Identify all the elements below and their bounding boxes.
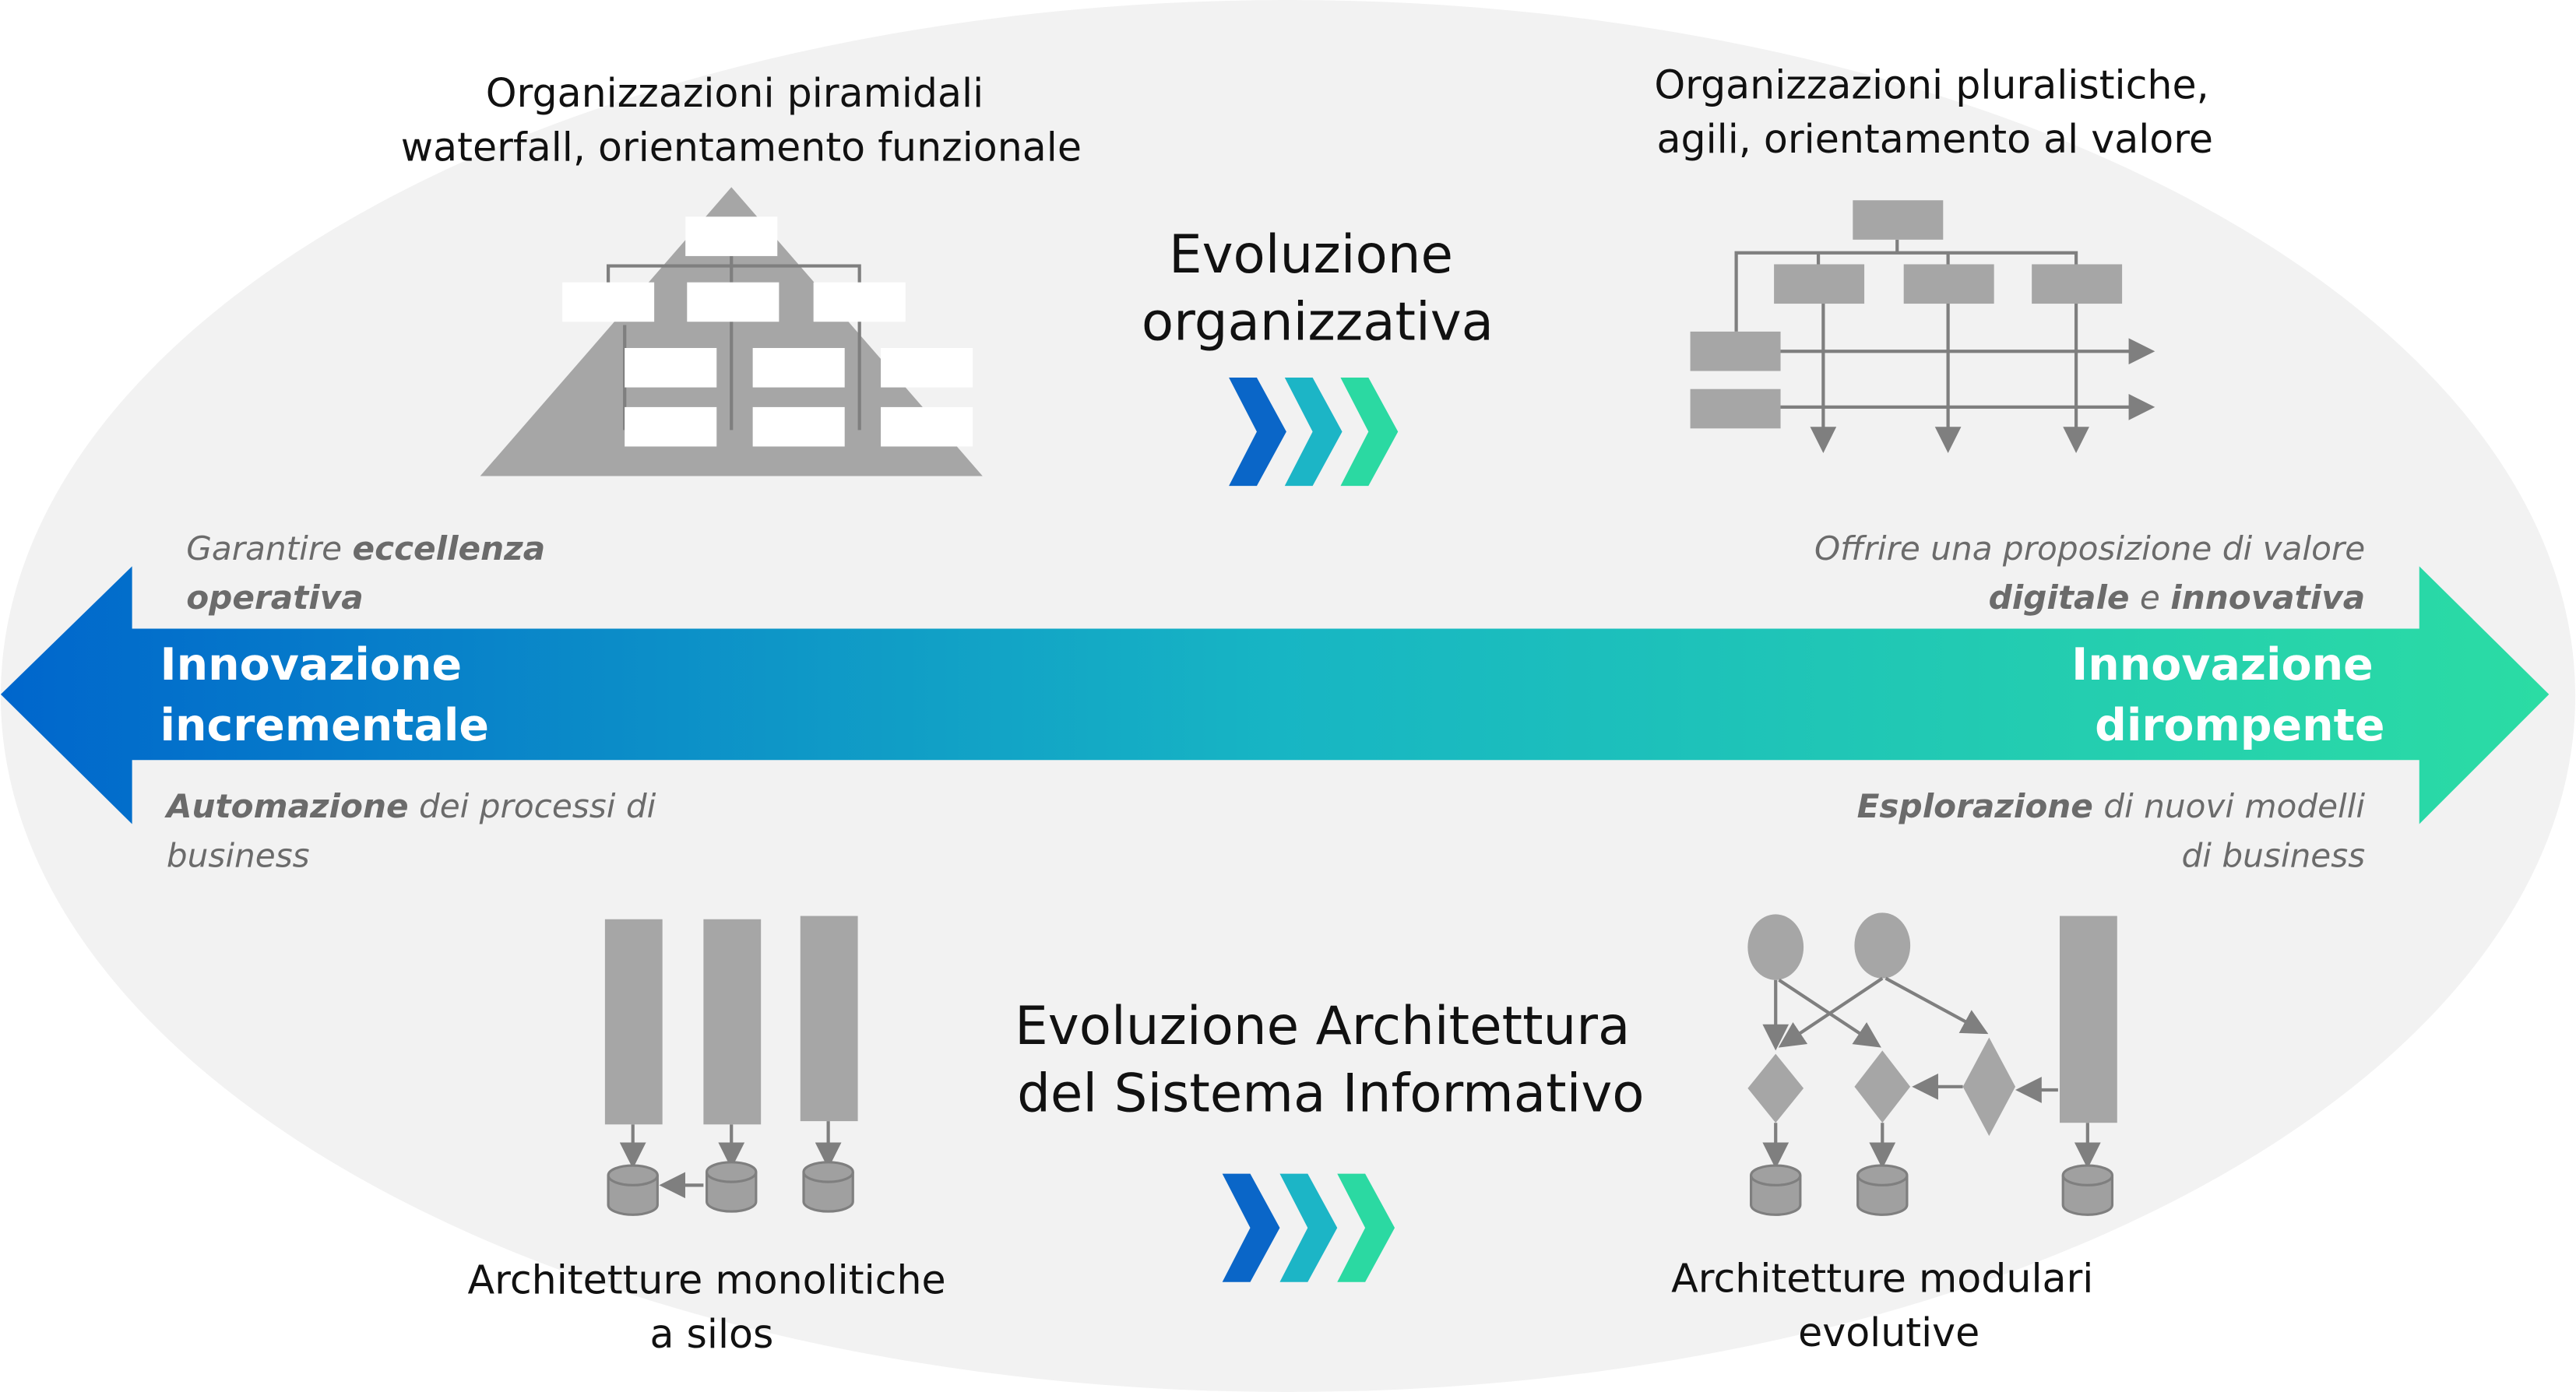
center-bottom-title-1: Evoluzione Architettura [1015,995,1630,1056]
center-top-title-1: Evoluzione [1169,223,1453,285]
arrow-right-label-1: Innovazione [2071,639,2374,691]
center-bottom-title-2: del Sistema Informativo [1017,1062,1644,1123]
bottom-right-title-2: evolutive [1798,1309,1980,1355]
arrow-left-label-2: incrementale [160,700,489,751]
arrow-left-label-1: Innovazione [160,639,462,691]
note-top-left-2: operativa [186,578,364,617]
note-top-left-1: Garantire eccellenza [186,529,545,568]
bottom-left-title-2: a silos [649,1311,773,1357]
matrix-org-icon [1690,200,2155,453]
note-top-right-1: Offrire una proposizione di valore [1814,529,2365,568]
note-top-right-2: digitale e innovativa [1989,578,2366,617]
note-bottom-right-2: di business [2182,836,2366,874]
top-right-title-2: agili, orientamento al valore [1656,116,2213,162]
pyramid-org-icon [480,187,983,476]
chevrons-bottom-icon [1222,1173,1395,1282]
chevrons-top-icon [1229,377,1399,487]
arrow-right-label-2: dirompente [2095,700,2384,751]
top-left-title-2: waterfall, orientamento funzionale [401,125,1082,170]
bottom-left-title-1: Architetture monolitiche [468,1257,946,1302]
silos-architecture-icon [604,916,858,1216]
modular-architecture-icon [1747,912,2117,1216]
center-top-title-2: organizzativa [1142,290,1494,352]
top-left-title-1: Organizzazioni piramidali [486,70,984,116]
note-bottom-right-1: Esplorazione di nuovi modelli [1857,787,2366,825]
bottom-right-title-1: Architetture modulari [1671,1255,2093,1301]
note-bottom-left-2: business [167,836,310,874]
innovation-double-arrow [0,566,2550,824]
note-bottom-left-1: Automazione dei processi di [164,787,656,825]
top-right-title-1: Organizzazioni pluralistiche, [1654,62,2208,108]
